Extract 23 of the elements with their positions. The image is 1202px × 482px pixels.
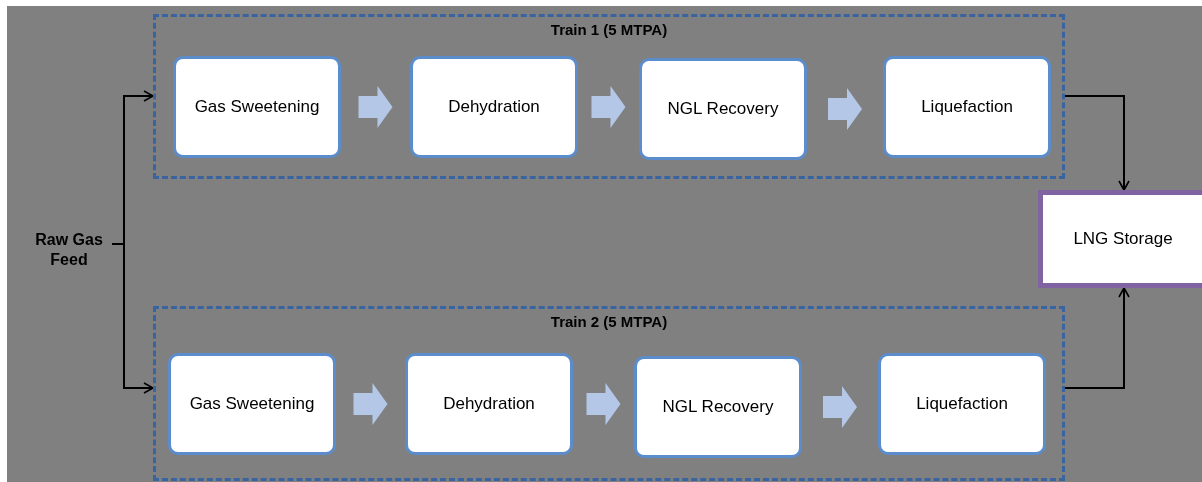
feed-label: Raw Gas Feed [28,226,110,274]
storage-box: LNG Storage [1038,190,1202,288]
train-group-box [153,306,1065,481]
process-box: NGL Recovery [639,58,807,160]
train-group-box [153,14,1065,179]
process-box: Dehydration [410,56,578,158]
block-arrow [591,86,626,128]
process-box: Dehydration [405,353,573,455]
connector-arrow [1064,95,1130,191]
connector-arrow [111,243,154,394]
block-arrow [823,386,857,428]
group-title: Train 1 (5 MTPA) [550,21,668,38]
process-box: Liquefaction [883,56,1051,158]
block-arrow [353,383,388,425]
process-box: Gas Sweetening [168,353,336,455]
process-box: Liquefaction [878,353,1046,455]
block-arrow [828,88,862,130]
group-title: Train 2 (5 MTPA) [550,313,668,330]
block-arrow [586,383,621,425]
block-arrow [358,86,393,128]
connector-arrow [1064,287,1130,389]
process-box: Gas Sweetening [173,56,341,158]
process-box: NGL Recovery [634,356,802,458]
